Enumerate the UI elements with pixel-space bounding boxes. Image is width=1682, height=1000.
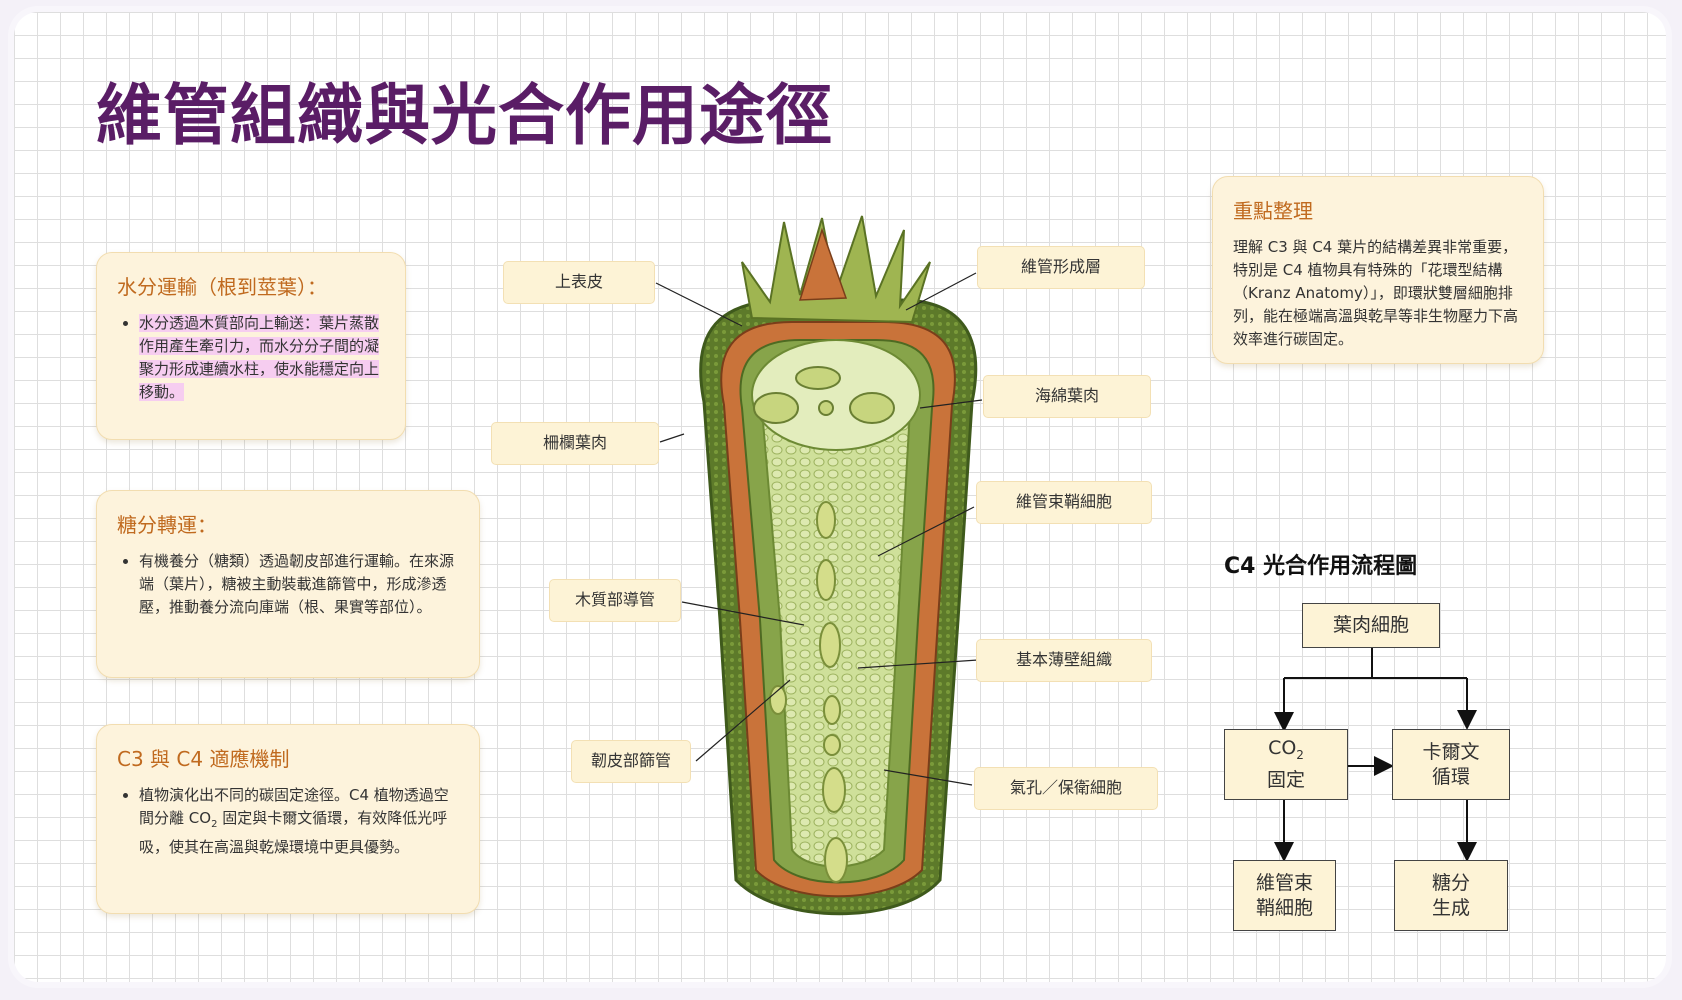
- flow-calvin-cycle: 卡爾文 循環: [1392, 729, 1510, 800]
- label-spongy-mesophyll: 海綿葉肉: [983, 375, 1151, 418]
- card-sugar-transport: 糖分轉運： 有機養分（糖類）透過韌皮部進行運輸。在來源端（葉片），糖被主動裝載進…: [96, 490, 480, 678]
- flow-mesophyll-cell: 葉肉細胞: [1302, 603, 1440, 648]
- label-upper-epidermis: 上表皮: [503, 261, 655, 304]
- label-bundle-sheath: 維管束鞘細胞: [976, 481, 1152, 524]
- page-title: 維管組織與光合作用途徑: [96, 77, 833, 154]
- label-stomata: 氣孔／保衛細胞: [974, 767, 1158, 810]
- label-ground-parenchyma: 基本薄壁組織: [976, 639, 1152, 682]
- card-text: 有機養分（糖類）透過韌皮部進行運輸。在來源端（葉片），糖被主動裝載進篩管中，形成…: [139, 550, 457, 619]
- flow-bundle-sheath-cell: 維管束 鞘細胞: [1233, 860, 1336, 931]
- flowchart-title: C4 光合作用流程圖: [1224, 554, 1418, 579]
- label-phloem-sieve: 韌皮部篩管: [571, 740, 691, 783]
- card-heading: 重點整理: [1233, 199, 1313, 223]
- flow-sugar-production: 糖分 生成: [1394, 860, 1508, 931]
- card-heading: 糖分轉運：: [117, 513, 217, 537]
- card-water-transport: 水分運輸（根到莖葉）： 水分透過木質部向上輸送：葉片蒸散作用產生牽引力，而水分分…: [96, 252, 406, 440]
- flow-co2-fixation: CO2 固定: [1224, 729, 1348, 800]
- card-heading: C3 與 C4 適應機制: [117, 747, 290, 771]
- card-heading: 水分運輸（根到莖葉）：: [117, 275, 327, 299]
- epidermis-spikes: [741, 215, 931, 324]
- card-key-points: 重點整理 理解 C3 與 C4 葉片的結構差異非常重要，特別是 C4 植物具有特…: [1212, 176, 1544, 364]
- card-text: 水分透過木質部向上輸送：葉片蒸散作用產生牽引力，而水分分子間的凝聚力形成連續水柱…: [139, 312, 383, 404]
- card-text: 植物演化出不同的碳固定途徑。C4 植物透過空間分離 CO2 固定與卡爾文循環，有…: [139, 784, 457, 859]
- label-vascular-cambium: 維管形成層: [977, 246, 1145, 289]
- label-xylem-vessel: 木質部導管: [549, 579, 681, 622]
- card-text: 理解 C3 與 C4 葉片的結構差異非常重要，特別是 C4 植物具有特殊的「花環…: [1233, 238, 1519, 348]
- label-palisade-mesophyll: 柵欄葉肉: [491, 422, 659, 465]
- card-c3-c4: C3 與 C4 適應機制 植物演化出不同的碳固定途徑。C4 植物透過空間分離 C…: [96, 724, 480, 914]
